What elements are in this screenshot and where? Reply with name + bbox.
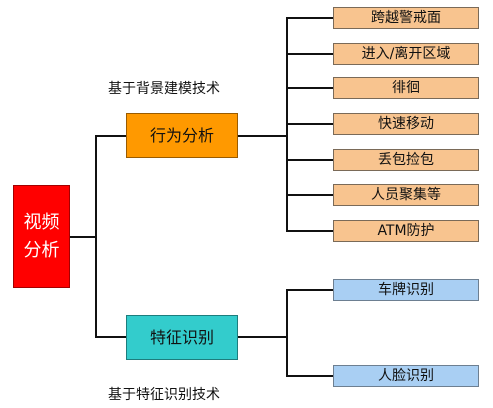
behavior-item-enter-leave-area: 进入/离开区域 [333,43,479,65]
behavior-analysis-node: 行为分析 [126,113,238,158]
behavior-item-atm-protection: ATM防护 [333,220,479,242]
behavior-item-loitering: 徘徊 [333,77,479,99]
behavior-item-crossing-alert-plane: 跨越警戒面 [333,7,479,29]
behavior-item-fast-movement: 快速移动 [333,113,479,135]
behavior-technology-caption: 基于背景建模技术 [108,81,220,97]
feature-recognition-node: 特征识别 [126,315,238,360]
behavior-item-object-left-taken: 丢包捡包 [333,149,479,171]
feature-technology-caption: 基于特征识别技术 [108,387,220,403]
root-node-video-analysis: 视频分析 [13,185,70,288]
feature-item-face-recognition: 人脸识别 [333,365,479,387]
behavior-item-crowd-gathering: 人员聚集等 [333,184,479,206]
feature-item-license-plate-recognition: 车牌识别 [333,279,479,301]
